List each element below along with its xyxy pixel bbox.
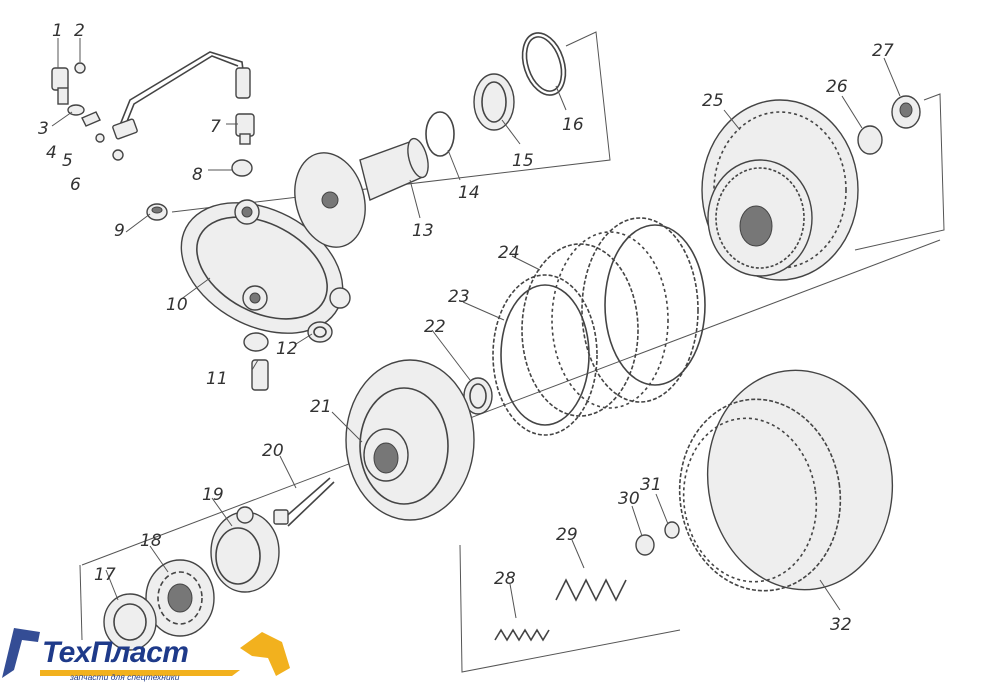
part-label-23: 23 — [448, 287, 470, 307]
clutch-disc-pack — [463, 217, 706, 436]
part-label-6: 6 — [70, 175, 81, 195]
long-bolt — [273, 477, 335, 527]
part-label-14: 14 — [458, 183, 480, 203]
clutch-drum — [678, 369, 894, 592]
part-label-18: 18 — [140, 531, 162, 551]
part-label-19: 19 — [202, 485, 224, 505]
part-label-17: 17 — [94, 565, 116, 585]
drive-gear — [701, 99, 859, 281]
part-label-32: 32 — [830, 615, 852, 635]
fitting-assembly — [51, 51, 251, 161]
part-label-25: 25 — [702, 91, 724, 111]
part-label-28: 28 — [494, 569, 516, 589]
spring-set — [494, 521, 680, 642]
part-label-8: 8 — [192, 165, 203, 185]
leader-lines — [51, 38, 901, 619]
part-labels: 1 2 3 4 5 6 7 8 9 10 11 12 13 14 15 16 1… — [38, 21, 894, 635]
part-label-21: 21 — [310, 397, 332, 417]
nut-washer — [857, 95, 921, 155]
part-label-31: 31 — [640, 475, 662, 495]
part-label-3: 3 — [38, 119, 49, 139]
part-label-30: 30 — [618, 489, 640, 509]
part-label-16: 16 — [562, 115, 584, 135]
bearing-seal — [103, 559, 215, 651]
excavator-arm-left-icon — [2, 628, 40, 678]
part-label-13: 13 — [412, 221, 434, 241]
part-label-10: 10 — [166, 295, 188, 315]
brand-logo — [2, 628, 290, 678]
bolt-washer-lower — [243, 321, 333, 391]
brand-name: ТехПласт — [42, 636, 189, 669]
part-label-7: 7 — [210, 117, 221, 137]
part-label-29: 29 — [556, 525, 578, 545]
clutch-hub — [345, 359, 475, 521]
logo-swoosh — [40, 670, 240, 676]
part-label-12: 12 — [276, 339, 298, 359]
part-label-27: 27 — [872, 41, 894, 61]
carrier-housing — [180, 199, 351, 334]
part-label-9: 9 — [114, 221, 125, 241]
bearing-housing — [210, 506, 280, 593]
part-label-2: 2 — [74, 21, 85, 41]
part-label-24: 24 — [498, 243, 520, 263]
part-label-4: 4 — [46, 143, 57, 163]
part-label-5: 5 — [62, 151, 73, 171]
brand-tagline: запчасти для спецтехники — [70, 672, 180, 682]
flange-shaft — [294, 137, 429, 248]
part-label-1: 1 — [52, 21, 63, 41]
part-label-11: 11 — [206, 369, 228, 389]
part-label-15: 15 — [512, 151, 534, 171]
retaining-rings — [425, 32, 567, 157]
bolt-washer-group — [146, 113, 255, 221]
part-label-22: 22 — [424, 317, 446, 337]
part-label-26: 26 — [826, 77, 848, 97]
part-label-20: 20 — [262, 441, 284, 461]
excavator-bucket-icon — [240, 632, 290, 676]
